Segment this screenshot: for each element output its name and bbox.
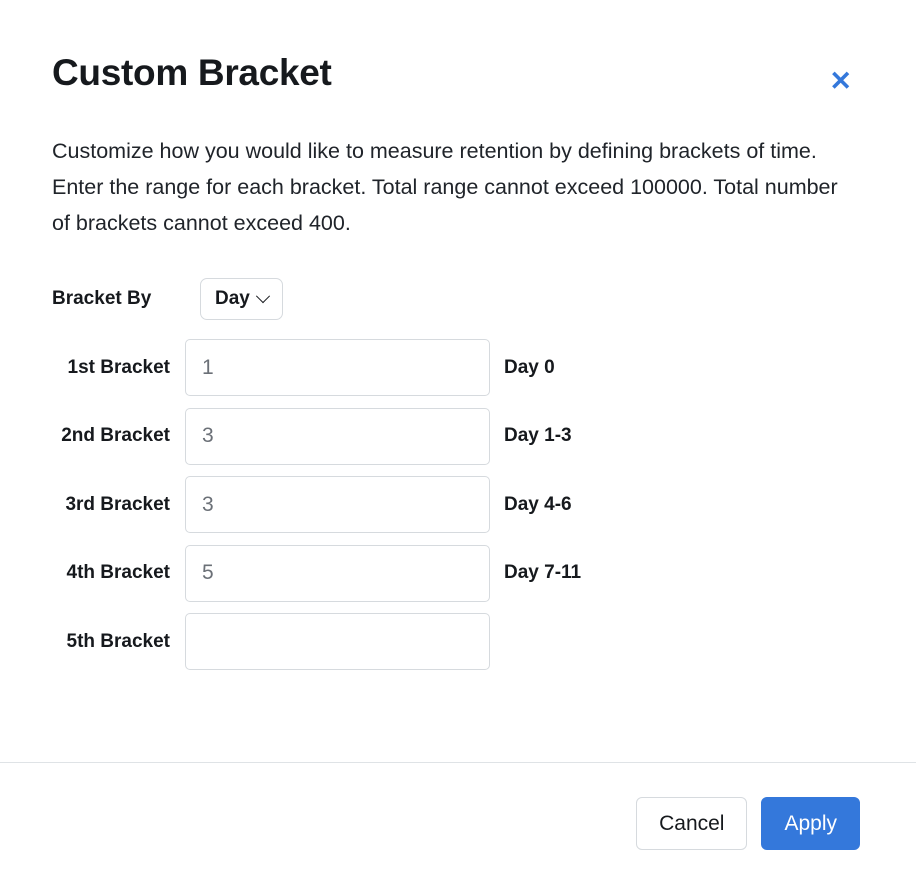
bracket-4-input[interactable] xyxy=(185,544,490,602)
chevron-down-icon xyxy=(255,289,270,304)
bracket-by-selected-value: Day xyxy=(215,288,250,310)
bracket-by-label: Bracket By xyxy=(52,288,152,310)
bracket-row-2: 2nd Bracket Day 1-3 xyxy=(52,402,864,471)
dialog-description: Customize how you would like to measure … xyxy=(52,139,838,235)
bracket-by-row: Bracket By Day xyxy=(52,265,864,334)
bracket-2-suffix: Day 1-3 xyxy=(504,425,572,447)
bracket-5-input[interactable] xyxy=(185,613,490,671)
bracket-by-select[interactable]: Day xyxy=(200,278,283,321)
bracket-4-suffix: Day 7-11 xyxy=(504,562,582,584)
bracket-row-4: 4th Bracket Day 7-11 xyxy=(52,539,864,608)
bracket-row-3: 3rd Bracket Day 4-6 xyxy=(52,471,864,540)
bracket-1-label: 1st Bracket xyxy=(67,356,170,378)
bracket-3-suffix: Day 4-6 xyxy=(504,493,572,515)
bracket-2-label: 2nd Bracket xyxy=(61,425,170,447)
apply-button[interactable]: Apply xyxy=(761,797,860,850)
bracket-2-input[interactable] xyxy=(185,407,490,465)
bracket-3-input[interactable] xyxy=(185,476,490,534)
bracket-3-label: 3rd Bracket xyxy=(65,493,170,515)
bracket-row-5: 5th Bracket xyxy=(52,608,864,677)
dialog-header: Custom Bracket ✕ xyxy=(0,0,916,101)
close-icon[interactable]: ✕ xyxy=(821,62,860,101)
bracket-4-label: 4th Bracket xyxy=(66,562,171,584)
bracket-form: Bracket By Day 1st Bracket Day 0 2nd Bra… xyxy=(52,265,864,676)
dialog-footer: Cancel Apply xyxy=(0,762,916,880)
page-title: Custom Bracket xyxy=(52,52,332,93)
dialog-body: Customize how you would like to measure … xyxy=(0,101,916,762)
bracket-5-label: 5th Bracket xyxy=(66,630,171,652)
cancel-button[interactable]: Cancel xyxy=(636,797,748,850)
bracket-row-1: 1st Bracket Day 0 xyxy=(52,334,864,403)
bracket-1-input[interactable] xyxy=(185,339,490,397)
bracket-1-suffix: Day 0 xyxy=(504,356,555,378)
